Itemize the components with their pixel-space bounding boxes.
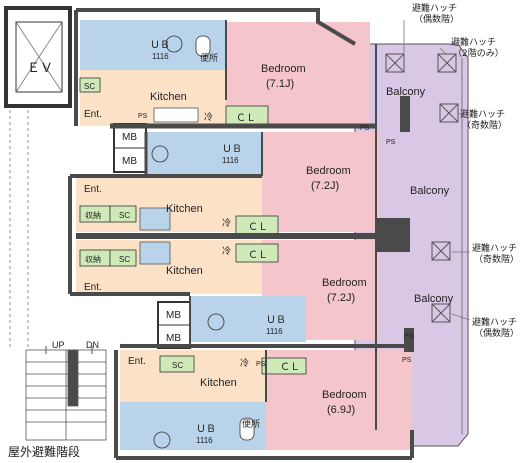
- structural-column: [376, 218, 410, 252]
- bath-1: [128, 20, 192, 70]
- unit-4: [120, 350, 412, 450]
- balcony-label-1: Balcony: [386, 86, 426, 98]
- hatch-1-title: 避難ハッチ: [412, 2, 457, 14]
- stair-caption: 屋外避難階段: [8, 445, 81, 459]
- closet-3: [235, 243, 279, 263]
- bedroom-2-label: Bedroom: [306, 165, 351, 177]
- ub-2-label: ＵＢ: [222, 144, 242, 155]
- fridge-1-label: 冷: [204, 111, 213, 123]
- washroom-3: [190, 296, 244, 342]
- structural-column-3: [404, 328, 414, 352]
- toilet-4-label: 便所: [242, 418, 260, 430]
- unit-2: [76, 132, 380, 235]
- kitchen-1-label: Kitchen: [150, 91, 187, 103]
- unit-1: [79, 20, 370, 127]
- shoe-closet-3: [109, 249, 137, 267]
- hatch-leaders: [403, 20, 471, 321]
- shoe-closet-4: [159, 355, 195, 373]
- ps-balcony-4: PS: [402, 357, 412, 364]
- bedroom-2-size: (7.2J): [311, 180, 339, 192]
- hatch-5-title: 避難ハッチ: [472, 316, 517, 328]
- entrance-4-label: Ent.: [128, 356, 146, 367]
- stair-up-label: UP: [52, 340, 65, 350]
- closet-4: [261, 357, 307, 375]
- bedroom-4-label: Bedroom: [322, 389, 367, 401]
- hatch-3-title: 避難ハッチ: [460, 108, 505, 120]
- mb-2-top: MB: [166, 310, 181, 321]
- closet-3-label: ＣＬ: [248, 250, 268, 261]
- bedroom-1-label: Bedroom: [261, 63, 306, 75]
- fridge-2-label: 冷: [222, 217, 231, 229]
- ub-4-label: ＵＢ: [196, 424, 216, 435]
- ps-4-label: PS: [256, 361, 266, 368]
- hatch-3-note: （奇数階）: [462, 119, 507, 131]
- entrance-3-label: Ent.: [84, 282, 102, 293]
- hatch-2-title: 避難ハッチ: [451, 36, 496, 48]
- bedroom-3-label: Bedroom: [322, 277, 367, 289]
- hatch-1-note: （偶数階）: [414, 13, 459, 25]
- balcony-label-3: Balcony: [414, 293, 454, 305]
- mb-2-bottom: MB: [166, 333, 181, 344]
- corridor: [9, 110, 29, 350]
- bedroom-3-size: (7.2J): [327, 292, 355, 304]
- hatch-4-note: （奇数階）: [474, 253, 519, 265]
- walls: [68, 8, 414, 460]
- shoe-closet-2: [109, 205, 137, 223]
- kitchen-1: [80, 70, 226, 126]
- washroom-4: [120, 402, 174, 450]
- sc-4-label: SC: [172, 361, 183, 370]
- hatch-5-note: （偶数階）: [474, 327, 519, 339]
- hatch-4-title: 避難ハッチ: [472, 242, 517, 254]
- shoe-closet-1: [79, 77, 101, 93]
- storage-2-label: 収納: [85, 210, 101, 220]
- bath-4: [174, 402, 236, 450]
- closet-2-label: ＣＬ: [248, 222, 268, 233]
- entrance-1-label: Ent.: [84, 109, 102, 120]
- bedroom-4-size: (6.9J): [327, 404, 355, 416]
- structural-column-2: [400, 96, 410, 132]
- storage-3-label: 収納: [85, 254, 101, 264]
- unit-3: [76, 240, 380, 342]
- elevator-label: ＥＶ: [27, 60, 53, 75]
- washroom-1: [80, 20, 128, 70]
- sc-3-label: SC: [119, 255, 130, 264]
- entrance-2-label: Ent.: [84, 184, 102, 195]
- ub-1-size: 1116: [152, 52, 169, 61]
- ps-balcony-1: PS: [360, 125, 370, 132]
- toilet-1-label: 便所: [200, 52, 218, 64]
- balcony-label-2: Balcony: [410, 185, 450, 197]
- sc-2-label: SC: [119, 211, 130, 220]
- bedroom-1-size: (7.1J): [266, 78, 294, 90]
- ps-balcony-2: PS: [386, 139, 396, 146]
- hatch-2-note: （2階のみ）: [453, 48, 504, 59]
- ps-balcony-3: PS: [404, 333, 414, 340]
- outdoor-stair: [25, 346, 107, 441]
- ub-3-size: 1116: [266, 327, 283, 336]
- hatch-squares: [385, 53, 459, 323]
- washroom-2: [146, 132, 200, 178]
- bath-2: [200, 132, 262, 178]
- bedroom-2: [262, 132, 380, 232]
- ub-3-label: ＵＢ: [266, 315, 286, 326]
- fridge-3-label: 冷: [222, 245, 231, 257]
- closet-4-label: ＣＬ: [280, 362, 300, 373]
- ub-4-size: 1116: [196, 436, 213, 445]
- stair-down-label: DN: [86, 340, 99, 350]
- ps-1-label: PS: [138, 113, 148, 120]
- mb-1-bottom: MB: [122, 156, 137, 167]
- kitchen-2-label: Kitchen: [166, 203, 203, 215]
- fridge-4-label: 冷: [240, 357, 249, 369]
- kitchen-3-label: Kitchen: [166, 265, 203, 277]
- ub-1-label: ＵＢ: [150, 40, 170, 51]
- ub-2-size: 1116: [222, 156, 239, 165]
- bath-3: [244, 296, 306, 342]
- mb-1-top: MB: [122, 132, 137, 143]
- sc-1-label: SC: [84, 82, 95, 91]
- closet-1-label: ＣＬ: [236, 113, 256, 124]
- elevator-shaft: [4, 6, 72, 108]
- kitchen-4-label: Kitchen: [200, 377, 237, 389]
